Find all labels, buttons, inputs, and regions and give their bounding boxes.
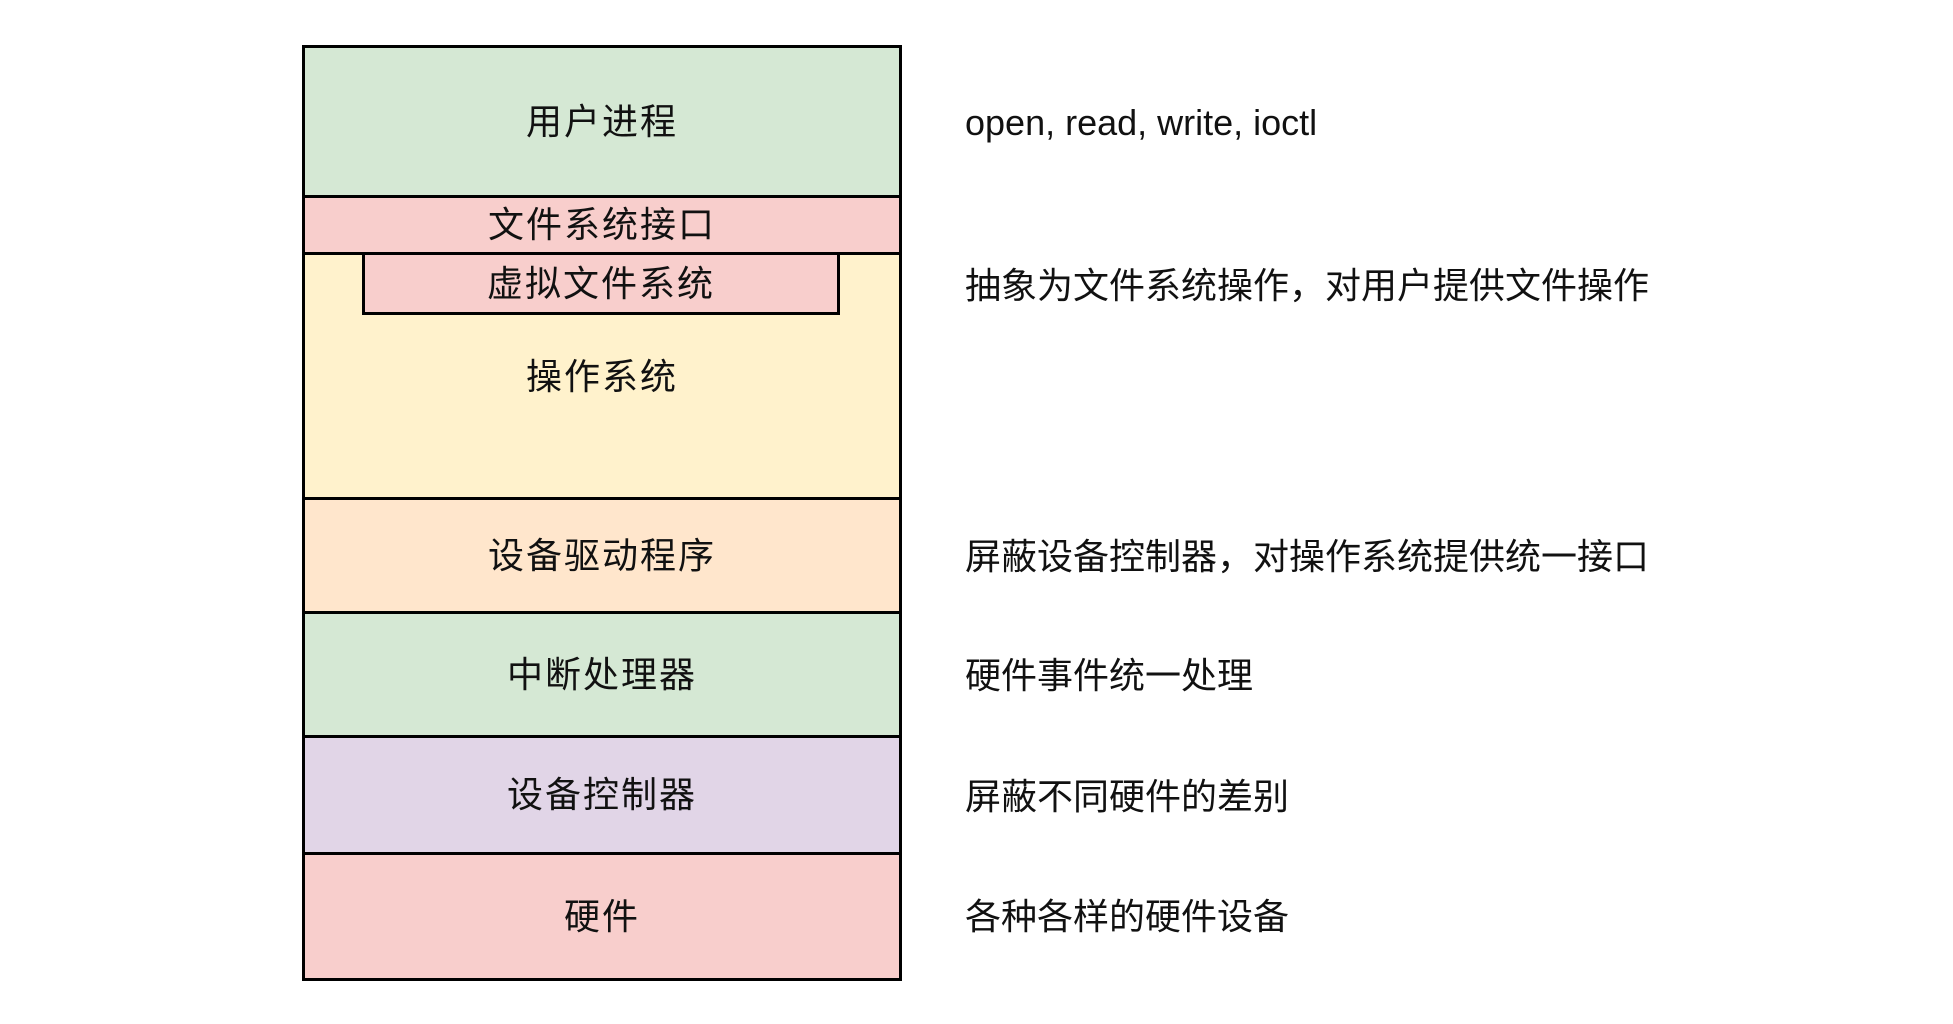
annotation-interrupt-handler: 硬件事件统一处理 — [965, 655, 1254, 696]
annotation-user-process: open, read, write, ioctl — [965, 102, 1318, 143]
layer-interrupt-handler-label: 中断处理器 — [506, 653, 697, 695]
annotation-hardware: 各种各样的硬件设备 — [965, 896, 1290, 937]
annotation-column: open, read, write, ioctl 抽象为文件系统操作，对用户提供… — [965, 0, 1925, 1024]
layer-fs-interface-label: 文件系统接口 — [487, 204, 716, 245]
layer-user-process: 用户进程 — [305, 48, 899, 198]
annotation-device-controller: 屏蔽不同硬件的差别 — [965, 776, 1290, 817]
annotation-virtual-file-system: 抽象为文件系统操作，对用户提供文件操作 — [965, 265, 1650, 306]
layer-stack: 用户进程 文件系统接口 虚拟文件系统 操作系统 设备驱动程序 中断处理器 设备控… — [302, 45, 902, 981]
layer-device-controller-label: 设备控制器 — [506, 774, 697, 815]
layer-user-process-label: 用户进程 — [525, 100, 678, 142]
layer-hardware: 硬件 — [305, 855, 899, 978]
layer-virtual-file-system-label: 虚拟文件系统 — [486, 262, 715, 304]
layer-device-controller: 设备控制器 — [305, 738, 899, 855]
annotation-device-driver: 屏蔽设备控制器，对操作系统提供统一接口 — [965, 536, 1650, 577]
layer-device-driver: 设备驱动程序 — [305, 500, 899, 614]
layer-virtual-file-system: 虚拟文件系统 — [362, 252, 840, 315]
layer-interrupt-handler: 中断处理器 — [305, 614, 899, 738]
layer-fs-interface: 文件系统接口 — [305, 198, 899, 255]
layer-hardware-label: 硬件 — [563, 895, 640, 937]
layer-operating-system: 虚拟文件系统 操作系统 — [305, 252, 899, 500]
layer-device-driver-label: 设备驱动程序 — [487, 534, 716, 576]
layer-operating-system-label: 操作系统 — [525, 356, 678, 397]
